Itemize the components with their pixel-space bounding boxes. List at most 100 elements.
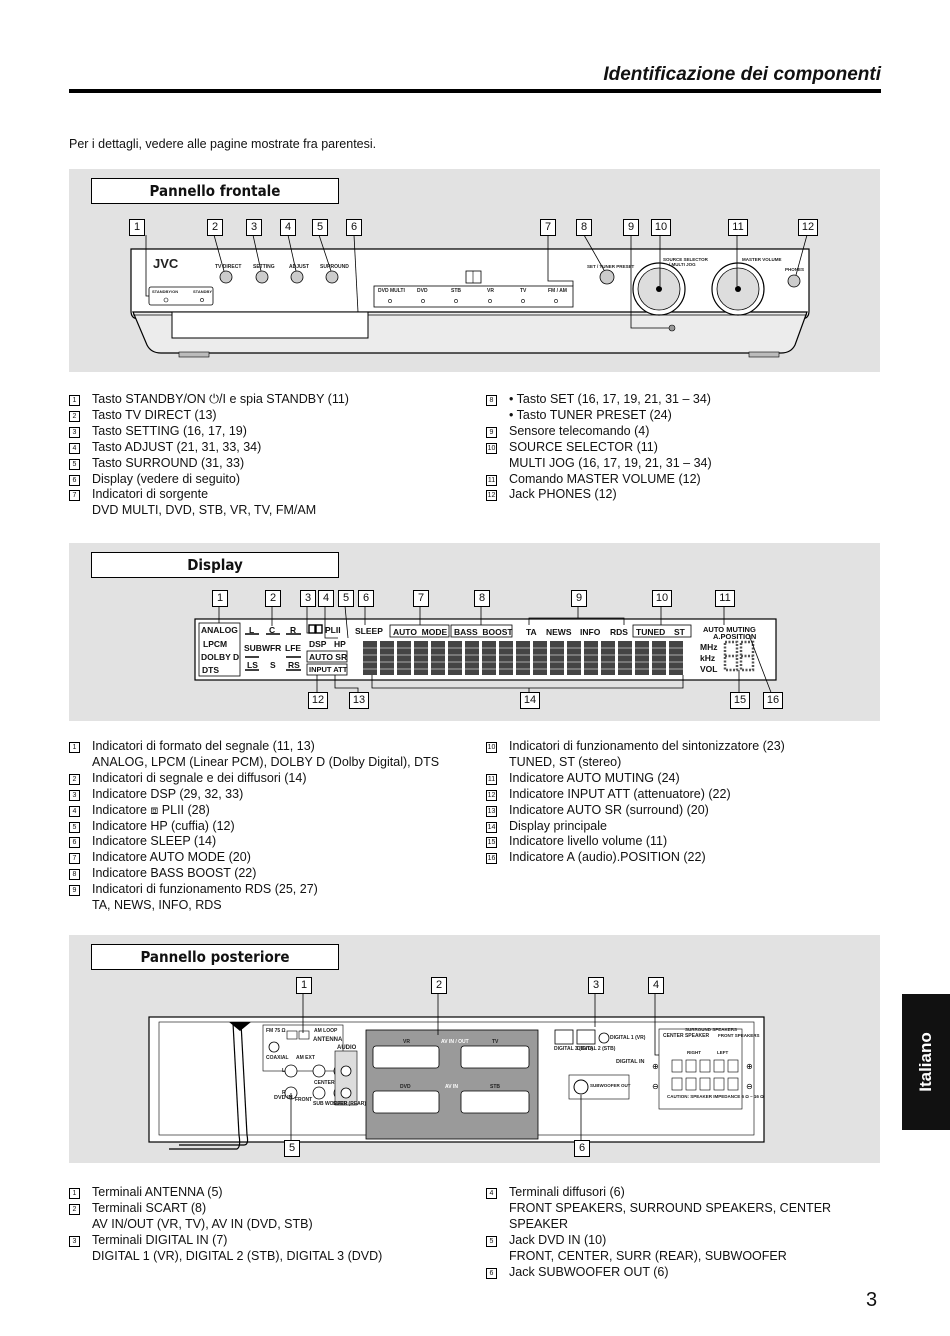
- front-callout-7: 7: [540, 219, 556, 236]
- display-figure: Display: [69, 543, 880, 721]
- language-tab-label: Italiano: [916, 1032, 936, 1092]
- display-callout-2: 2: [265, 590, 281, 607]
- legend-number: 13: [486, 805, 497, 817]
- display-callout-9: 9: [571, 590, 587, 607]
- legend-text: ANALOG, LPCM (Linear PCM), DOLBY D (Dolb…: [92, 754, 440, 769]
- legend-text: Display principale: [509, 818, 607, 833]
- rear-stb-label: STB: [490, 1084, 500, 1090]
- rear-fm-label: FM 75 Ω: [266, 1028, 286, 1034]
- adjust-label: ADJUST: [289, 264, 310, 270]
- legend-text: Tasto TV DIRECT (13): [92, 407, 217, 422]
- legend-number: 9: [69, 885, 80, 897]
- lcd-s: S: [270, 660, 276, 670]
- legend-text: Indicatore A (audio).POSITION (22): [509, 850, 706, 865]
- front-panel-label: Pannello frontale: [91, 178, 339, 204]
- legend-text: Tasto SURROUND (31, 33): [92, 455, 245, 470]
- front-callout-6: 6: [346, 219, 362, 236]
- rear-dvd-label: DVD: [400, 1084, 411, 1090]
- lcd-c: C: [269, 625, 276, 635]
- legend-text: Indicatore livello volume (11): [509, 834, 668, 849]
- lcd-dolby-d: DOLBY D: [201, 652, 240, 662]
- rear-front-speakers-label: FRONT SPEAKERS: [718, 1033, 760, 1038]
- display-legend-item-7: 7 Indicatore AUTO MODE (20): [69, 850, 439, 866]
- legend-text: Indicatore AUTO MODE (20): [92, 850, 251, 865]
- rear-callout-3: 3: [588, 977, 604, 994]
- legend-number: 6: [486, 1267, 497, 1279]
- display-legend-item-16: 16 Indicatore A (audio).POSITION (22): [486, 850, 785, 866]
- rear-callout-4: 4: [648, 977, 664, 994]
- rear-legend-item-6: 6 Jack SUBWOOFER OUT (6): [486, 1265, 831, 1281]
- legend-number: 15: [486, 837, 497, 849]
- legend-text: Jack SUBWOOFER OUT (6): [509, 1264, 669, 1279]
- source-stb: STB: [451, 288, 461, 294]
- lcd-bass-boost: BASS BOOST: [454, 627, 513, 637]
- rear-panel-drawing: ⊕ ⊖ ⊕ ⊖: [148, 991, 765, 1150]
- front-callout-8: 8: [576, 219, 592, 236]
- lcd-mhz: MHz: [700, 642, 718, 652]
- standby-on-label: STANDBY/ON: [152, 289, 179, 294]
- display-callout-15: 15: [730, 692, 750, 709]
- front-callout-12: 12: [798, 219, 818, 236]
- legend-text: Sensore telecomando (4): [509, 423, 650, 438]
- rear-sub-woofer-label: SUB WOOFER: [313, 1101, 348, 1107]
- display-callout-8: 8: [474, 590, 490, 607]
- rear-callout-2: 2: [431, 977, 447, 994]
- lcd-a-position: A.POSITION: [713, 632, 757, 641]
- legend-text: Display (vedere di seguito): [92, 471, 240, 486]
- display-label: Display: [91, 552, 339, 578]
- rear-callout-6: 6: [574, 1140, 590, 1157]
- legend-number: 16: [486, 853, 497, 865]
- lcd-tuned: TUNED: [636, 627, 666, 637]
- legend-number: 5: [69, 821, 80, 833]
- legend-text: Indicatore AUTO MUTING (24): [509, 770, 680, 785]
- legend-number: 6: [69, 837, 80, 849]
- legend-text: Indicatore SLEEP (14): [92, 834, 217, 849]
- legend-text: Indicatori di sorgente: [92, 487, 209, 502]
- rear-panel-label: Pannello posteriore: [91, 944, 339, 970]
- legend-text: SOURCE SELECTOR (11): [509, 439, 658, 454]
- rear-am-ext-label: AM EXT: [296, 1055, 315, 1061]
- lcd-khz: kHz: [700, 653, 716, 663]
- page-title: Identificazione dei componenti: [603, 64, 881, 85]
- legend-text: MULTI JOG (16, 17, 19, 21, 31 – 34): [509, 455, 712, 470]
- lcd-pl2: PLII: [325, 625, 341, 635]
- legend-number: 12: [486, 490, 497, 502]
- display-callout-14: 14: [520, 692, 540, 709]
- language-tab: Italiano: [902, 994, 950, 1130]
- lcd-auto-muting: AUTO MUTING: [703, 625, 756, 634]
- front-callout-11: 11: [728, 219, 748, 236]
- intro-text: Per i dettagli, vedere alle pagine mostr…: [69, 137, 377, 151]
- front-legend-right: 8• Tasto SET (16, 17, 19, 21, 31 – 34)• …: [486, 392, 712, 503]
- display-callout-7: 7: [413, 590, 429, 607]
- display-drawing: [194, 605, 777, 696]
- front-legend-item-8: 8• Tasto SET (16, 17, 19, 21, 31 – 34)• …: [486, 392, 712, 424]
- legend-number: 10: [486, 442, 497, 454]
- phones-label: PHONES: [785, 267, 805, 272]
- source-dvd-multi: DVD MULTI: [378, 288, 405, 294]
- legend-text: Indicatori di funzionamento RDS (25, 27): [92, 882, 318, 897]
- display-callout-10: 10: [652, 590, 672, 607]
- rear-am-loop-label: AM LOOP: [314, 1028, 338, 1034]
- legend-number: 3: [69, 789, 80, 801]
- rear-audio-label: AUDIO: [337, 1045, 357, 1051]
- display-callout-5: 5: [338, 590, 354, 607]
- front-callout-3: 3: [246, 219, 262, 236]
- rear-right-label: RIGHT: [687, 1050, 701, 1055]
- legend-number: 7: [69, 853, 80, 865]
- legend-text: Terminali ANTENNA (5): [92, 1185, 223, 1199]
- legend-text: • Tasto TUNER PRESET (24): [509, 407, 672, 422]
- legend-text: Indicatore BASS BOOST (22): [92, 866, 257, 881]
- rear-av-in-label: AV IN: [445, 1084, 458, 1090]
- rear-surr-rear-label: SURR (REAR): [333, 1101, 367, 1107]
